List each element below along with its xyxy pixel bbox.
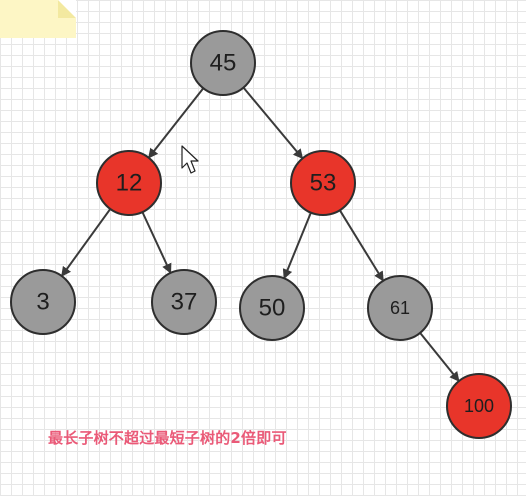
arrow-pointer-icon: [181, 145, 199, 174]
node-circle-red: [446, 373, 512, 439]
sticky-note-fold: [58, 0, 76, 18]
caption-text: 最长子树不超过最短子树的2倍即可: [48, 429, 287, 447]
edge-12-to-3: [61, 208, 112, 277]
tree-node-3: 3: [10, 269, 76, 335]
edge-61-to-100: [419, 332, 460, 382]
edge-12-to-37: [141, 211, 172, 274]
tree-node-50: 50: [239, 275, 305, 341]
node-circle-black: [239, 275, 305, 341]
tree-node-53: 53: [290, 150, 356, 216]
node-label: 45: [210, 50, 237, 77]
edge-45-to-53: [242, 86, 304, 160]
node-circle-red: [96, 150, 162, 216]
tree-edges: [61, 86, 460, 382]
tree-node-100: 100: [446, 373, 512, 439]
edge-53-to-50: [282, 212, 312, 280]
node-label: 3: [36, 289, 49, 316]
tree-node-61: 61: [367, 275, 433, 341]
tree-node-12: 12: [96, 150, 162, 216]
node-label: 37: [171, 289, 198, 316]
node-label: 53: [310, 170, 337, 197]
node-circle-red: [290, 150, 356, 216]
node-label: 50: [259, 295, 286, 322]
node-circle-black: [151, 269, 217, 335]
edge-53-to-61: [338, 209, 384, 282]
node-label: 100: [464, 396, 494, 416]
node-circle-black: [190, 30, 256, 96]
edge-45-to-12: [148, 87, 205, 159]
tree-nodes: 45 12 53 3 37 50 61 100: [10, 30, 512, 439]
node-label: 12: [116, 170, 143, 197]
node-circle-black: [10, 269, 76, 335]
tree-node-37: 37: [151, 269, 217, 335]
tree-node-45: 45: [190, 30, 256, 96]
node-label: 61: [390, 298, 410, 318]
node-circle-black: [367, 275, 433, 341]
